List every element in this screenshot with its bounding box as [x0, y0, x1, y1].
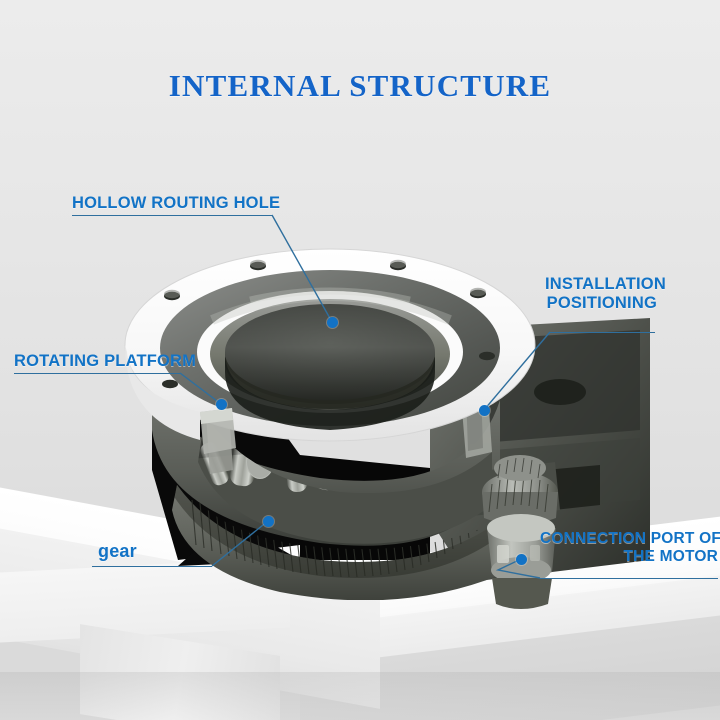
callout-label-text-line1: INSTALLATION — [545, 275, 666, 293]
page-title: INTERNAL STRUCTURE — [168, 68, 552, 103]
callout-underline-rotating-platform — [14, 373, 180, 374]
callout-label-text-line2: THE MOTOR — [623, 548, 718, 565]
callout-rotating-platform: ROTATING PLATFORM — [14, 352, 196, 371]
callout-label-text: gear — [98, 541, 137, 561]
callout-gear: gear — [98, 541, 137, 562]
callout-connection-port-of-the-motor: CONNECTION PORT OF THE MOTOR — [540, 530, 720, 566]
callout-label-text-line2: POSITIONING — [546, 294, 657, 312]
callout-underline-connection-port-of-the-motor — [540, 578, 718, 579]
callout-dot-hollow-routing-hole — [326, 316, 338, 328]
callout-underline-installation-positioning — [550, 332, 655, 333]
callout-installation-positioning: INSTALLATION POSITIONING — [545, 275, 666, 313]
callout-label-text-line1: CONNECTION PORT OF — [540, 530, 720, 547]
callout-hollow-routing-hole: HOLLOW ROUTING HOLE — [72, 194, 280, 213]
callout-dot-connection-port-of-the-motor — [515, 553, 527, 565]
callout-label-text: ROTATING PLATFORM — [14, 352, 197, 370]
floor-shadow — [0, 672, 720, 720]
callout-dot-rotating-platform — [215, 398, 227, 410]
callout-dot-gear — [262, 515, 274, 527]
callout-underline-gear — [92, 566, 212, 567]
callout-label-text: HOLLOW ROUTING HOLE — [72, 194, 281, 212]
callout-dot-installation-positioning — [478, 404, 490, 416]
callout-underline-hollow-routing-hole — [72, 215, 272, 216]
